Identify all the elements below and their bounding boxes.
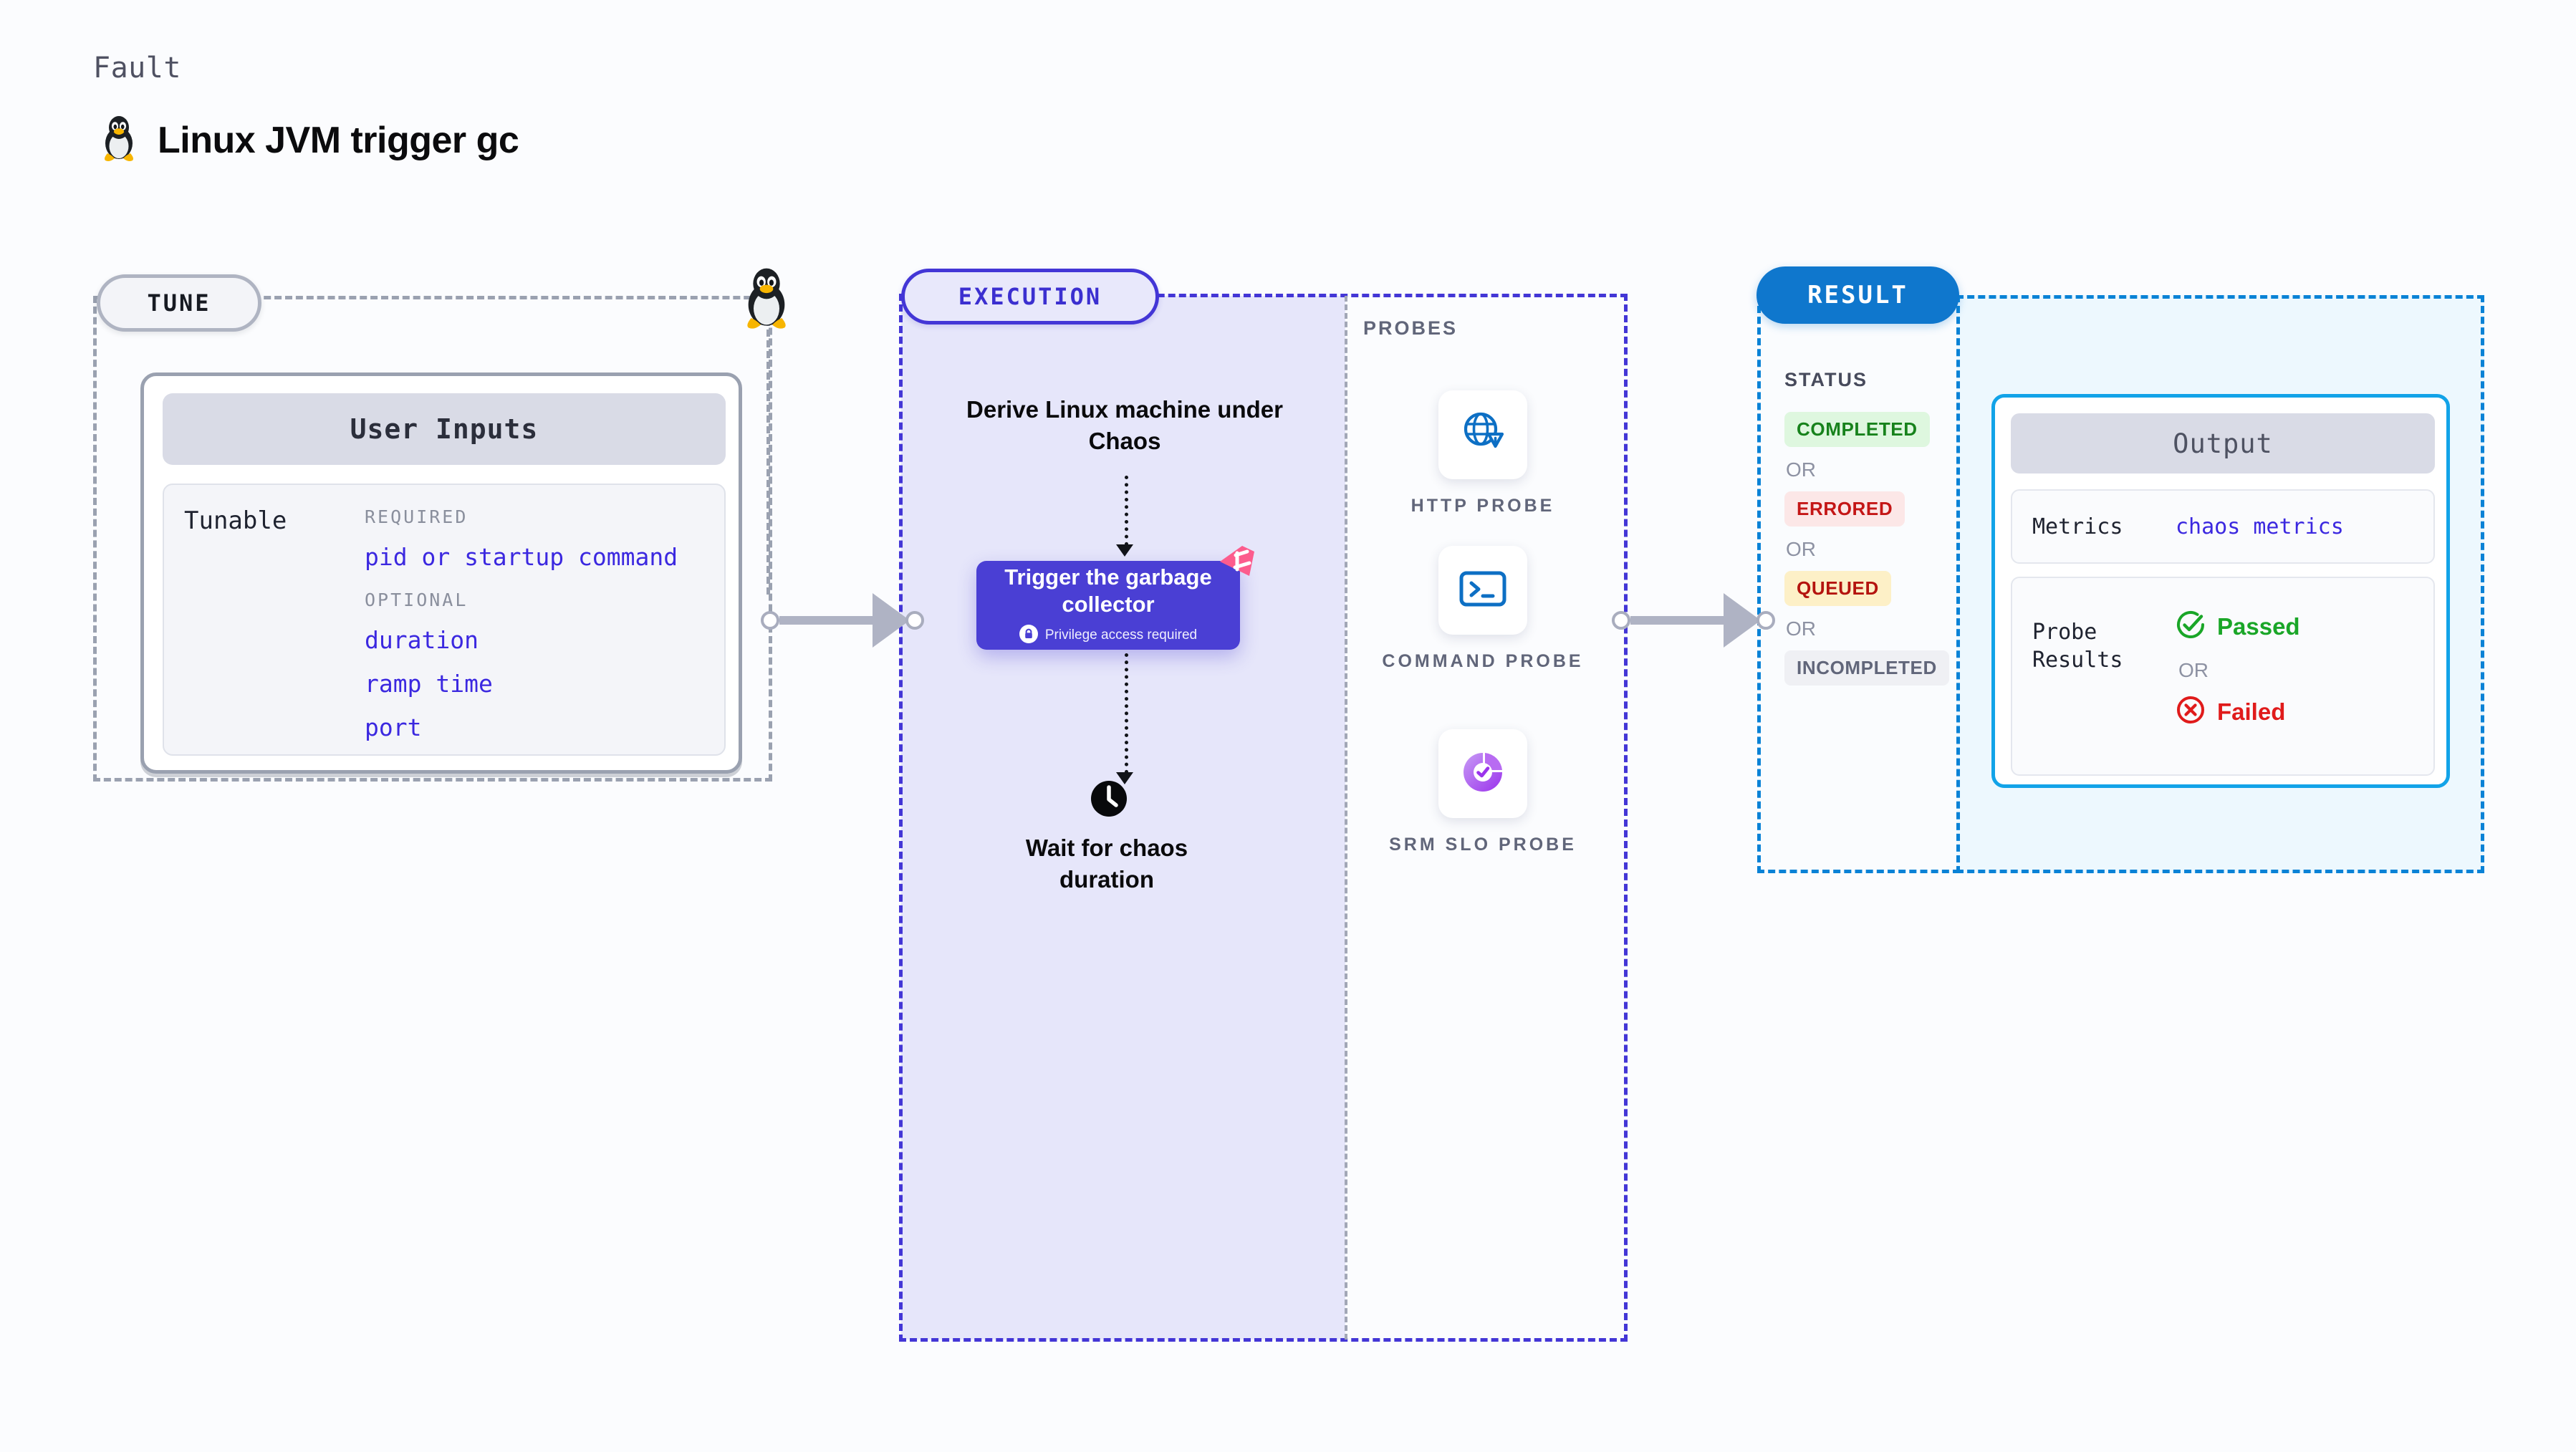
probe-label: SRM SLO PROBE (1389, 835, 1577, 855)
page-title-row: Linux JVM trigger gc (99, 115, 519, 165)
probe-srm-slo[interactable]: SRM SLO PROBE (1375, 729, 1590, 857)
tune-section-outline (93, 296, 772, 782)
probe-label: COMMAND PROBE (1382, 651, 1584, 671)
output-card: Output Metrics chaos metrics Probe Resul… (1991, 394, 2450, 788)
output-title: Output (2011, 413, 2435, 473)
tunable-item-pid-or-startup-command[interactable]: pid or startup command (365, 543, 678, 571)
probe-result-passed: Passed (2176, 610, 2300, 643)
connector-start-dot (761, 611, 779, 630)
tunable-list: REQUIRED pid or startup command OPTIONAL… (365, 501, 678, 741)
harness-logo-mark (1218, 543, 1256, 582)
user-inputs-title: User Inputs (163, 393, 726, 465)
status-or-2: OR (1786, 538, 1816, 560)
status-or-3: OR (1786, 617, 1816, 640)
tunable-item-duration[interactable]: duration (365, 626, 479, 654)
user-inputs-card: User Inputs Tunable REQUIRED pid or star… (140, 372, 742, 774)
tunable-item-ramp-time[interactable]: ramp time (365, 670, 493, 698)
privilege-note-text: Privilege access required (1044, 628, 1198, 643)
status-list: COMPLETED OR ERRORED OR QUEUED OR INCOMP… (1784, 412, 1949, 686)
status-title: STATUS (1784, 369, 1868, 390)
connector-shaft (1630, 616, 1725, 625)
execution-action-box[interactable]: Trigger the garbage collector Privilege … (976, 561, 1240, 650)
execution-step-derive: Derive Linux machine under Chaos (966, 396, 1283, 455)
tune-section-badge[interactable]: TUNE (97, 274, 261, 332)
check-circle-icon (2176, 610, 2206, 643)
execution-section-badge[interactable]: EXECUTION (901, 269, 1159, 324)
execution-section-outline (899, 294, 1628, 1342)
probe-passed-label: Passed (2217, 612, 2300, 640)
status-badge-incompleted: INCOMPLETED (1784, 650, 1949, 686)
x-circle-icon (2176, 695, 2206, 729)
page-eyebrow: Fault (93, 52, 181, 85)
globe-warning-icon (1458, 408, 1508, 462)
linux-tux-icon (99, 115, 139, 165)
probe-result-or: OR (2178, 659, 2209, 681)
clock-icon (1090, 779, 1128, 822)
probe-command[interactable]: COMMAND PROBE (1375, 546, 1590, 673)
tunable-label: Tunable (184, 506, 287, 535)
probe-result-failed: Failed (2176, 695, 2300, 729)
probe-label: HTTP PROBE (1410, 496, 1555, 516)
probe-tile (1438, 729, 1527, 818)
slo-donut-check-icon (1458, 750, 1508, 798)
probe-http[interactable]: HTTP PROBE (1375, 390, 1590, 518)
flow-line-derive-to-action (1125, 476, 1128, 546)
output-metrics-row: Metrics chaos metrics (2011, 489, 2435, 564)
probe-results-key: Probe Results (2032, 620, 2123, 673)
status-badge-completed: COMPLETED (1784, 412, 1930, 447)
metrics-key: Metrics (2032, 514, 2123, 539)
flow-arrow-derive-to-action (1116, 544, 1133, 557)
tune-drop-line (766, 308, 770, 595)
lock-icon (1019, 624, 1038, 647)
probe-tile (1438, 546, 1527, 635)
probes-title: PROBES (1363, 317, 1458, 339)
tunable-box: Tunable REQUIRED pid or startup command … (163, 484, 726, 756)
flow-arrow-action-to-wait (1116, 772, 1133, 784)
connector-arrowhead (1724, 593, 1761, 648)
status-badge-queued: QUEUED (1784, 571, 1891, 606)
connector-tune-to-execution (761, 593, 924, 648)
output-probe-results-row: Probe Results Passed OR (2011, 577, 2435, 776)
terminal-prompt-icon (1458, 567, 1508, 615)
linux-tux-icon (739, 266, 794, 333)
connector-shaft (779, 616, 874, 625)
probe-tile (1438, 390, 1527, 479)
tunable-group-heading-required: REQUIRED (365, 506, 468, 527)
connector-execution-to-result (1612, 593, 1775, 648)
tunable-item-port[interactable]: port (365, 713, 422, 741)
execution-action-title: Trigger the garbage collector (1004, 564, 1212, 617)
status-or-1: OR (1786, 458, 1816, 481)
connector-start-dot (1612, 611, 1630, 630)
result-section-badge[interactable]: RESULT (1756, 266, 1959, 324)
probes-divider (1345, 296, 1347, 1340)
metrics-value[interactable]: chaos metrics (2176, 514, 2344, 539)
connector-arrowhead (873, 593, 910, 648)
privilege-note: Privilege access required (1019, 624, 1198, 647)
execution-fill (901, 296, 1345, 1340)
tunable-group-heading-optional: OPTIONAL (365, 590, 468, 610)
execution-step-wait: Wait for chaos duration (1025, 835, 1188, 893)
connector-end-dot (1756, 611, 1775, 630)
page-title: Linux JVM trigger gc (158, 119, 519, 161)
connector-end-dot (905, 611, 924, 630)
flow-line-action-to-wait (1125, 653, 1128, 774)
probe-failed-label: Failed (2217, 698, 2286, 725)
status-badge-errored: ERRORED (1784, 491, 1905, 527)
